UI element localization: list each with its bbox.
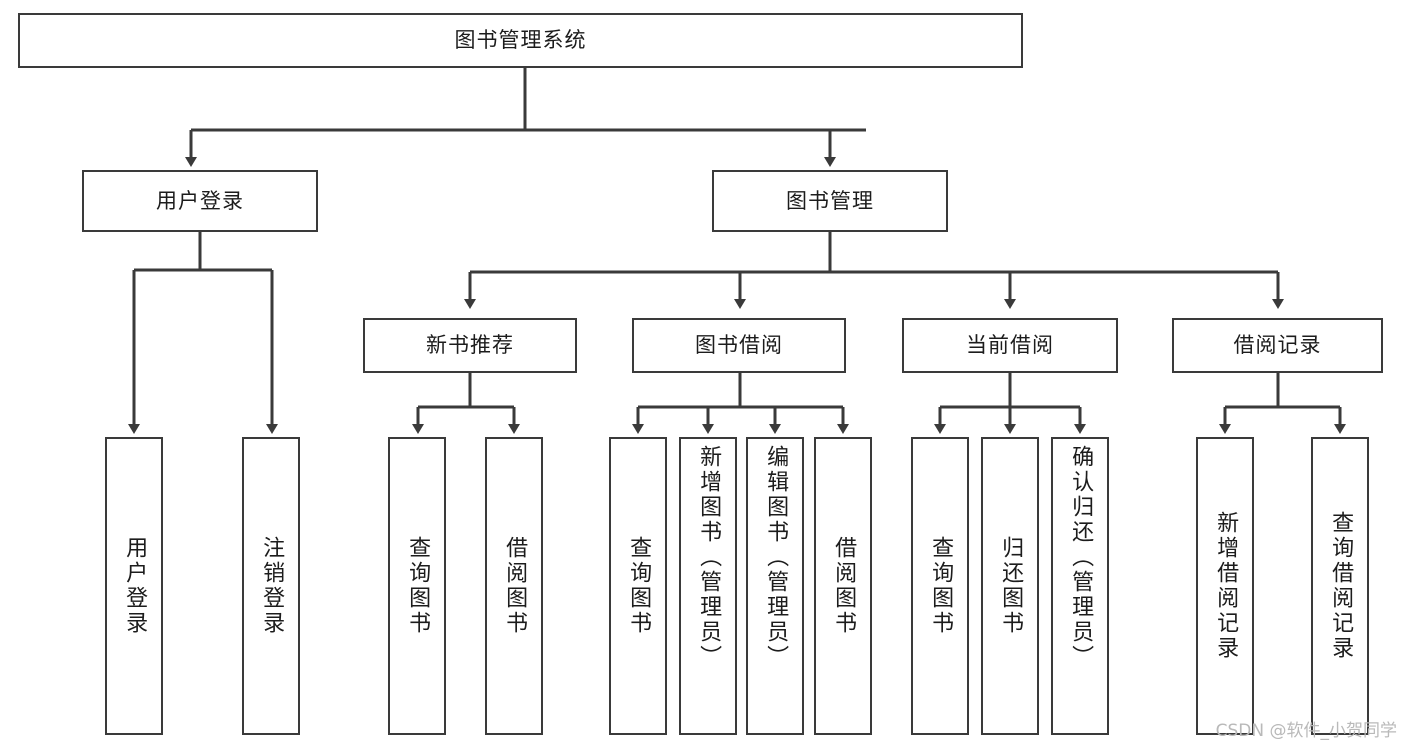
node-root[interactable]: 图书管理系统 xyxy=(18,13,1023,68)
node-borrow-record[interactable]: 借阅记录 xyxy=(1172,318,1383,373)
node-book-borrow[interactable]: 图书借阅 xyxy=(632,318,846,373)
leaf-user-login[interactable]: 用户登录 xyxy=(105,437,163,735)
leaf-query-book-3-label: 查询图书 xyxy=(928,536,954,636)
leaf-user-login-label: 用户登录 xyxy=(122,536,148,636)
leaf-query-record[interactable]: 查询借阅记录 xyxy=(1311,437,1369,735)
node-new-book-recommend-label: 新书推荐 xyxy=(426,333,514,358)
leaf-return-book-label: 归还图书 xyxy=(998,536,1024,636)
leaf-borrow-book-2-label: 借阅图书 xyxy=(831,536,857,636)
node-borrow-record-label: 借阅记录 xyxy=(1233,333,1322,358)
csdn-watermark: CSDN @软件_小贺同学 xyxy=(1215,721,1397,741)
leaf-add-record[interactable]: 新增借阅记录 xyxy=(1196,437,1254,735)
leaf-query-record-label: 查询借阅记录 xyxy=(1328,511,1354,661)
leaf-borrow-book-2[interactable]: 借阅图书 xyxy=(814,437,872,735)
leaf-query-book-1[interactable]: 查询图书 xyxy=(388,437,446,735)
leaf-add-book[interactable]: 新增图书（管理员） xyxy=(679,437,737,735)
leaf-add-record-label: 新增借阅记录 xyxy=(1213,511,1239,661)
node-book-manage[interactable]: 图书管理 xyxy=(712,170,948,232)
leaf-edit-book-label: 编辑图书（管理员） xyxy=(763,445,789,670)
leaf-query-book-2-label: 查询图书 xyxy=(626,536,652,636)
node-root-label: 图书管理系统 xyxy=(454,28,587,53)
leaf-query-book-3[interactable]: 查询图书 xyxy=(911,437,969,735)
leaf-add-book-label: 新增图书（管理员） xyxy=(696,445,722,670)
leaf-logout-login-label: 注销登录 xyxy=(259,536,285,636)
node-current-borrow-label: 当前借阅 xyxy=(966,333,1054,358)
leaf-confirm-return[interactable]: 确认归还（管理员） xyxy=(1051,437,1109,735)
leaf-borrow-book-1[interactable]: 借阅图书 xyxy=(485,437,543,735)
node-book-manage-label: 图书管理 xyxy=(786,188,874,213)
leaf-logout-login[interactable]: 注销登录 xyxy=(242,437,300,735)
node-current-borrow[interactable]: 当前借阅 xyxy=(902,318,1118,373)
node-book-borrow-label: 图书借阅 xyxy=(695,333,783,358)
node-new-book-recommend[interactable]: 新书推荐 xyxy=(363,318,577,373)
leaf-borrow-book-1-label: 借阅图书 xyxy=(502,536,528,636)
leaf-return-book[interactable]: 归还图书 xyxy=(981,437,1039,735)
leaf-query-book-2[interactable]: 查询图书 xyxy=(609,437,667,735)
leaf-query-book-1-label: 查询图书 xyxy=(405,536,431,636)
leaf-edit-book[interactable]: 编辑图书（管理员） xyxy=(746,437,804,735)
node-user-login[interactable]: 用户登录 xyxy=(82,170,318,232)
node-user-login-label: 用户登录 xyxy=(156,188,244,213)
leaf-confirm-return-label: 确认归还（管理员） xyxy=(1068,445,1094,670)
